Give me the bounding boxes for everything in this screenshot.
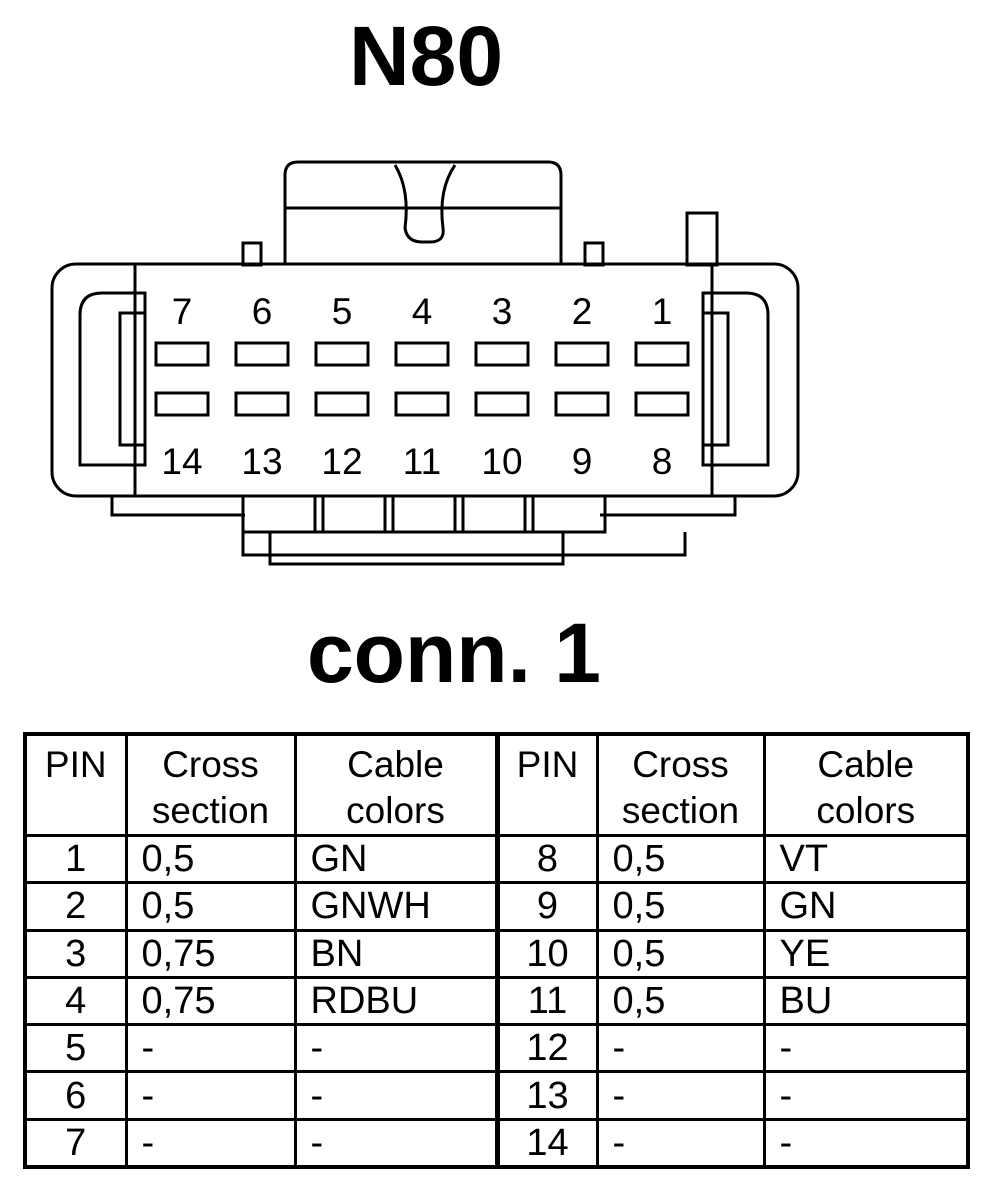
cable-color-cell: - [293,1117,499,1169]
cross-section-cell: - [595,1023,766,1074]
pin-slot-bottom [554,391,610,417]
pin-number-label: 13 [241,441,282,482]
cross-section-cell: 0,75 [124,975,297,1027]
pin-slot-top [634,341,690,367]
pin-slot-top [394,341,450,367]
pin-slot-top [314,341,370,367]
pin-cell: 10 [494,928,599,979]
cross-section-cell: - [124,1117,297,1169]
cross-section-cell: - [124,1070,297,1121]
cross-section-cell: 0,5 [124,881,297,932]
pin-number-label: 2 [572,291,593,332]
pin-number-label: 14 [161,441,202,482]
pin-number-label: 11 [403,441,441,482]
pin-number-label: 12 [321,441,362,482]
cross-section-cell: - [595,1070,766,1121]
pin-cell: 3 [23,928,128,979]
pin-number-label: 9 [572,441,593,482]
cross-section-cell: 0,5 [595,881,766,932]
connector-title: conn. 1 [306,606,602,700]
connector-latch [283,160,563,265]
cable-color-cell: - [762,1070,970,1121]
cross-section-cell: 0,5 [595,833,766,885]
cable-color-cell: RDBU [293,975,499,1027]
cross-section-cell: 0,5 [595,928,766,979]
pin-cell: 9 [494,881,599,932]
table-row: 5--12-- [23,1023,970,1074]
pin-cell: 5 [23,1023,128,1074]
pin-slot-bottom [314,391,370,417]
cable-color-cell: BU [762,975,970,1027]
pin-slot-top [474,341,530,367]
cable-color-cell: - [293,1023,499,1074]
pin-number-label: 4 [412,291,433,332]
pin-number-label: 3 [492,291,513,332]
connector-diagram: 7 14 6 13 5 12 4 11 3 10 2 9 1 8 [50,160,800,566]
pin-slot-bottom [634,391,690,417]
pin-number-label: 5 [332,291,353,332]
pin-cell: 13 [494,1070,599,1121]
cross-section-cell: 0,75 [124,928,297,979]
pin-cell: 14 [494,1117,599,1169]
cable-color-cell: GN [293,833,499,885]
pin-cell: 11 [494,975,599,1027]
cross-section-cell: - [595,1117,766,1169]
pin-number-label: 1 [652,291,673,332]
pin-number-label: 6 [252,291,273,332]
pin-number-label: 10 [481,441,522,482]
pin-slot-top [154,341,210,367]
pin-slot-bottom [154,391,210,417]
pin-slot-bottom [474,391,530,417]
pin-slot-top [554,341,610,367]
pin-cell: 7 [23,1117,128,1169]
pin-cell: 4 [23,975,128,1027]
pin-cell: 8 [494,833,599,885]
table-row: 6--13-- [23,1070,970,1121]
cross-section-cell: - [124,1023,297,1074]
pin-number-label: 8 [652,441,673,482]
cable-color-cell: - [762,1023,970,1074]
device-title: N80 [348,9,504,103]
pin-number-label: 7 [172,291,193,332]
pin-slot-bottom [234,391,290,417]
cable-color-cell: - [762,1117,970,1169]
cable-color-cell: YE [762,928,970,979]
cross-section-cell: 0,5 [595,975,766,1027]
cable-color-cell: GNWH [293,881,499,932]
pin-cell: 2 [23,881,128,932]
cable-color-cell: VT [762,833,970,885]
pin-slot-bottom [394,391,450,417]
header-pin: PIN [23,732,128,837]
table-row: 7--14-- [23,1117,970,1169]
cable-color-cell: GN [762,881,970,932]
cable-color-cell: BN [293,928,499,979]
pin-slot-top [234,341,290,367]
cross-section-cell: 0,5 [124,833,297,885]
header-pin: PIN [494,732,599,837]
cable-color-cell: - [293,1070,499,1121]
pin-cell: 6 [23,1070,128,1121]
pin-cell: 1 [23,833,128,885]
pin-cell: 12 [494,1023,599,1074]
